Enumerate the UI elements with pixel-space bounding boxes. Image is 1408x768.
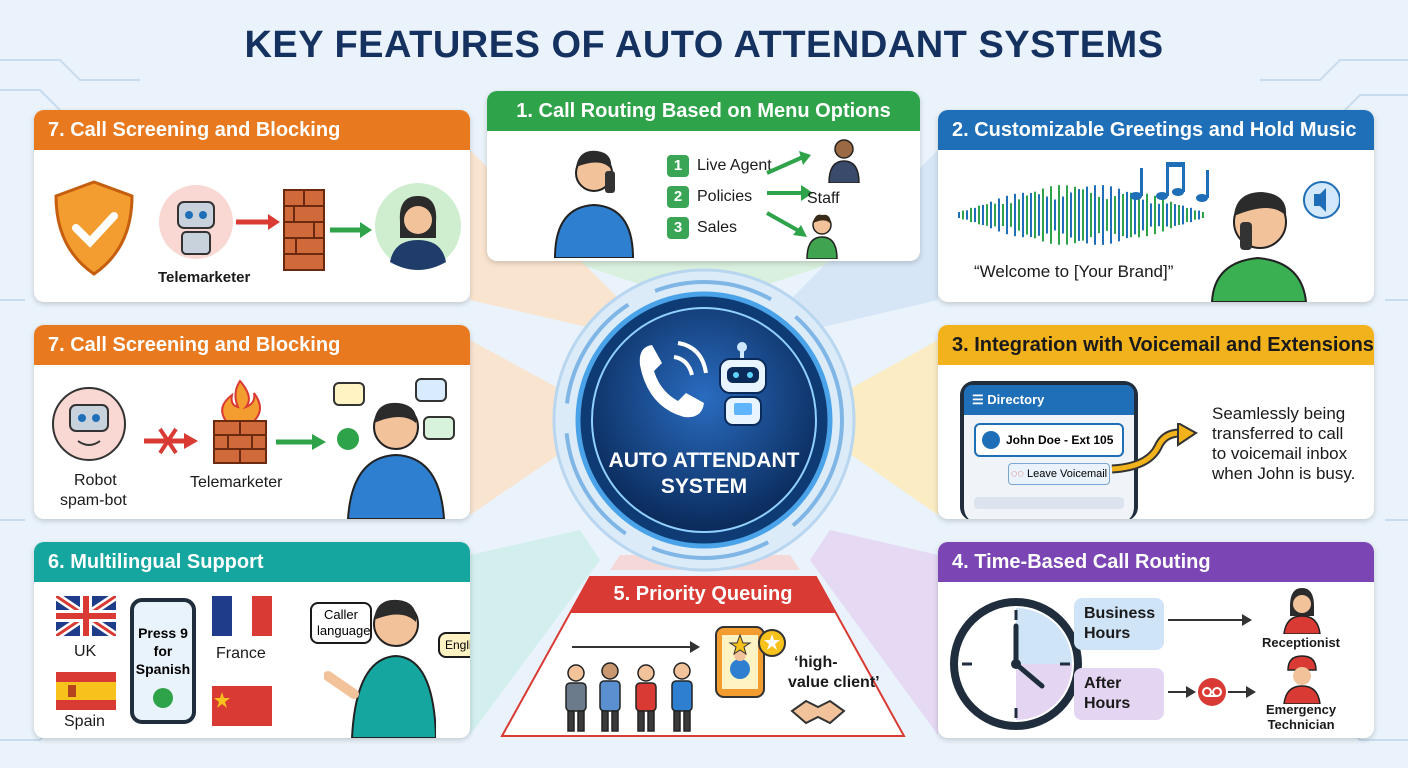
- robot-label: Robot: [74, 472, 117, 489]
- avatar: [982, 431, 1000, 449]
- agent-woman-icon: [375, 183, 461, 270]
- list-placeholder: [974, 497, 1124, 509]
- panel-header: 7. Call Screening and Blocking: [34, 110, 470, 150]
- spain-label: Spain: [64, 713, 105, 730]
- page-title: KEY FEATURES OF AUTO ATTENDANT SYSTEMS: [244, 24, 1164, 66]
- contact-card[interactable]: John Doe - Ext 105: [974, 423, 1124, 457]
- directory-header: ☰ Directory: [964, 385, 1134, 415]
- panel-call-screening-bottom: 7. Call Screening and Blocking Robot spa…: [34, 325, 470, 519]
- blocked-arrow-icon: [144, 427, 198, 455]
- technician-label: Emergency Technician: [1266, 702, 1337, 732]
- hub-phone-robot-icon: [639, 341, 767, 426]
- sound-wave-icon: [958, 185, 1204, 245]
- caller-language-bubble: Caller language: [310, 602, 372, 644]
- music-notes-icon: [1130, 162, 1209, 202]
- call-button-icon[interactable]: [153, 688, 173, 708]
- panel-header: 4. Time-Based Call Routing: [938, 542, 1374, 582]
- after-hours-chip: After Hours: [1074, 668, 1164, 720]
- fire-wall-icon: [213, 379, 267, 464]
- firewall-icon: [236, 189, 372, 271]
- panel-header: 2. Customizable Greetings and Hold Music: [938, 110, 1374, 150]
- panel-multilingual: 6. Multilingual Support UK Spain Press 9…: [34, 542, 470, 738]
- happy-caller-icon: [1210, 181, 1340, 302]
- voicemail-icon: ◌◌: [1010, 468, 1024, 480]
- panel-priority-queuing: 5. Priority Queuing ‘high- value client’: [500, 575, 906, 738]
- menu-icon[interactable]: ☰: [972, 392, 984, 407]
- handshake-icon: [790, 699, 846, 725]
- phone-directory: ☰ Directory John Doe - Ext 105 ◌◌ Leave …: [960, 381, 1138, 519]
- shield-check-icon: [54, 180, 134, 276]
- uk-flag-icon: [56, 596, 116, 636]
- clock-icon: [950, 598, 1082, 730]
- receptionist-label: Receptionist: [1262, 635, 1341, 650]
- phone-ivr-screen: Press 9 for Spanish: [130, 598, 196, 724]
- receptionist-icon: [1283, 588, 1321, 634]
- robot-icon: [159, 185, 233, 259]
- technician-icon: [1283, 655, 1321, 704]
- speaker-person-icon: [324, 599, 436, 738]
- routing-arrows-icon: [766, 151, 813, 237]
- english-bubble: English: [438, 632, 470, 658]
- uk-label: UK: [74, 643, 97, 660]
- telemarketer-label: Telemarketer: [158, 269, 251, 286]
- leave-voicemail-button[interactable]: ◌◌ Leave Voicemail: [1008, 463, 1110, 485]
- panel-call-screening-top: 7. Call Screening and Blocking Telemarke…: [34, 110, 470, 302]
- transfer-arrow-icon: [1111, 423, 1198, 474]
- user-chat-icon: [333, 378, 455, 519]
- greeting-quote: “Welcome to [Your Brand]”: [974, 262, 1174, 281]
- robot-spam-icon: [52, 387, 126, 461]
- pass-arrow-icon: [276, 434, 326, 450]
- panel-voicemail: 3. Integration with Voicemail and Extens…: [938, 325, 1374, 519]
- france-label: France: [216, 645, 266, 662]
- queue-people-icon: [565, 641, 700, 732]
- staff-label: Staff: [807, 190, 840, 207]
- route-arrows-icon: [1168, 614, 1256, 706]
- panel-time-routing: 4. Time-Based Call Routing Business Hour…: [938, 542, 1374, 738]
- china-flag-icon: [212, 686, 272, 726]
- panel-header: 7. Call Screening and Blocking: [34, 325, 470, 365]
- panel-header: 1. Call Routing Based on Menu Options: [487, 91, 920, 131]
- vip-label: ‘high- value client’: [788, 654, 880, 691]
- caller-person-icon: [553, 150, 635, 258]
- staff-male-icon: [828, 139, 860, 183]
- panel-header: 5. Priority Queuing: [613, 583, 793, 605]
- business-hours-chip: Business Hours: [1074, 598, 1164, 650]
- vip-star-icon: [715, 626, 786, 698]
- france-flag-icon: [212, 596, 272, 636]
- hub-label: AUTO ATTENDANT SYSTEM: [608, 449, 800, 498]
- spain-flag-icon: [56, 672, 116, 710]
- panel-header: 6. Multilingual Support: [34, 542, 470, 582]
- telemarketer-label: Telemarketer: [190, 474, 283, 491]
- panel-header: 3. Integration with Voicemail and Extens…: [938, 325, 1374, 365]
- staff-female-icon: [806, 214, 838, 259]
- voicemail-description: Seamlessly being transferred to call to …: [1212, 404, 1356, 483]
- panel-greetings: 2. Customizable Greetings and Hold Music…: [938, 110, 1374, 302]
- spam-bot-label: spam-bot: [60, 492, 127, 509]
